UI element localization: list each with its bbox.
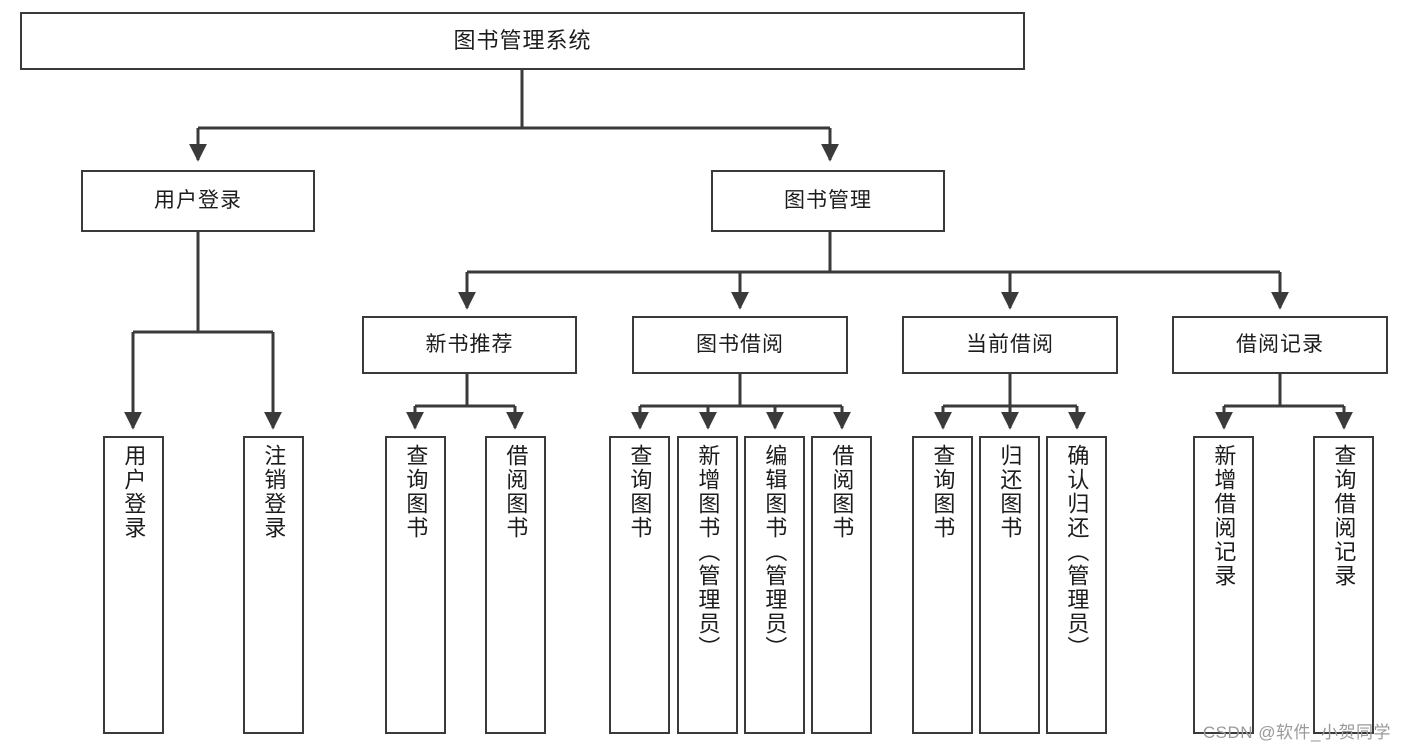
leaf-query-book-2-label: 查询图书 [627,444,653,540]
node-current-borrow[interactable]: 当前借阅 [902,316,1118,374]
leaf-borrow-book-2-label: 借阅图书 [829,444,855,540]
leaf-logout-login[interactable]: 注销登录 [243,436,304,734]
node-user-login[interactable]: 用户登录 [81,170,315,232]
leaf-add-book-label: 新增图书（管理员） [695,444,721,660]
node-root[interactable]: 图书管理系统 [20,12,1025,70]
leaf-query-record[interactable]: 查询借阅记录 [1313,436,1374,734]
watermark-text: CSDN @软件_小贺同学 [1202,723,1391,742]
leaf-edit-book-label: 编辑图书（管理员） [762,444,788,660]
node-book-manage-label: 图书管理 [784,188,872,212]
leaf-borrow-book-2[interactable]: 借阅图书 [811,436,872,734]
leaf-borrow-book-1[interactable]: 借阅图书 [485,436,546,734]
leaf-logout-login-label: 注销登录 [261,444,287,540]
leaf-query-book-3-label: 查询图书 [930,444,956,540]
leaf-add-record-label: 新增借阅记录 [1211,444,1237,588]
leaf-confirm-return[interactable]: 确认归还（管理员） [1046,436,1107,734]
leaf-confirm-return-label: 确认归还（管理员） [1064,444,1090,660]
leaf-add-record[interactable]: 新增借阅记录 [1193,436,1254,734]
leaf-edit-book[interactable]: 编辑图书（管理员） [744,436,805,734]
leaf-borrow-book-1-label: 借阅图书 [503,444,529,540]
leaf-user-login[interactable]: 用户登录 [103,436,164,734]
leaf-return-book-label: 归还图书 [997,444,1023,540]
node-book-manage[interactable]: 图书管理 [711,170,945,232]
node-new-book-rec-label: 新书推荐 [425,332,514,356]
leaf-query-record-label: 查询借阅记录 [1331,444,1357,588]
leaf-query-book-1-label: 查询图书 [403,444,429,540]
node-root-label: 图书管理系统 [453,28,592,54]
node-borrow-record[interactable]: 借阅记录 [1172,316,1388,374]
leaf-add-book[interactable]: 新增图书（管理员） [677,436,738,734]
leaf-query-book-1[interactable]: 查询图书 [385,436,446,734]
leaf-query-book-2[interactable]: 查询图书 [609,436,670,734]
leaf-return-book[interactable]: 归还图书 [979,436,1040,734]
node-current-borrow-label: 当前借阅 [966,332,1054,356]
leaf-query-book-3[interactable]: 查询图书 [912,436,973,734]
node-book-borrow[interactable]: 图书借阅 [632,316,848,374]
node-book-borrow-label: 图书借阅 [696,332,784,356]
node-user-login-label: 用户登录 [154,188,242,212]
node-borrow-record-label: 借阅记录 [1236,332,1324,356]
leaf-user-login-label: 用户登录 [121,444,147,540]
node-new-book-rec[interactable]: 新书推荐 [362,316,577,374]
